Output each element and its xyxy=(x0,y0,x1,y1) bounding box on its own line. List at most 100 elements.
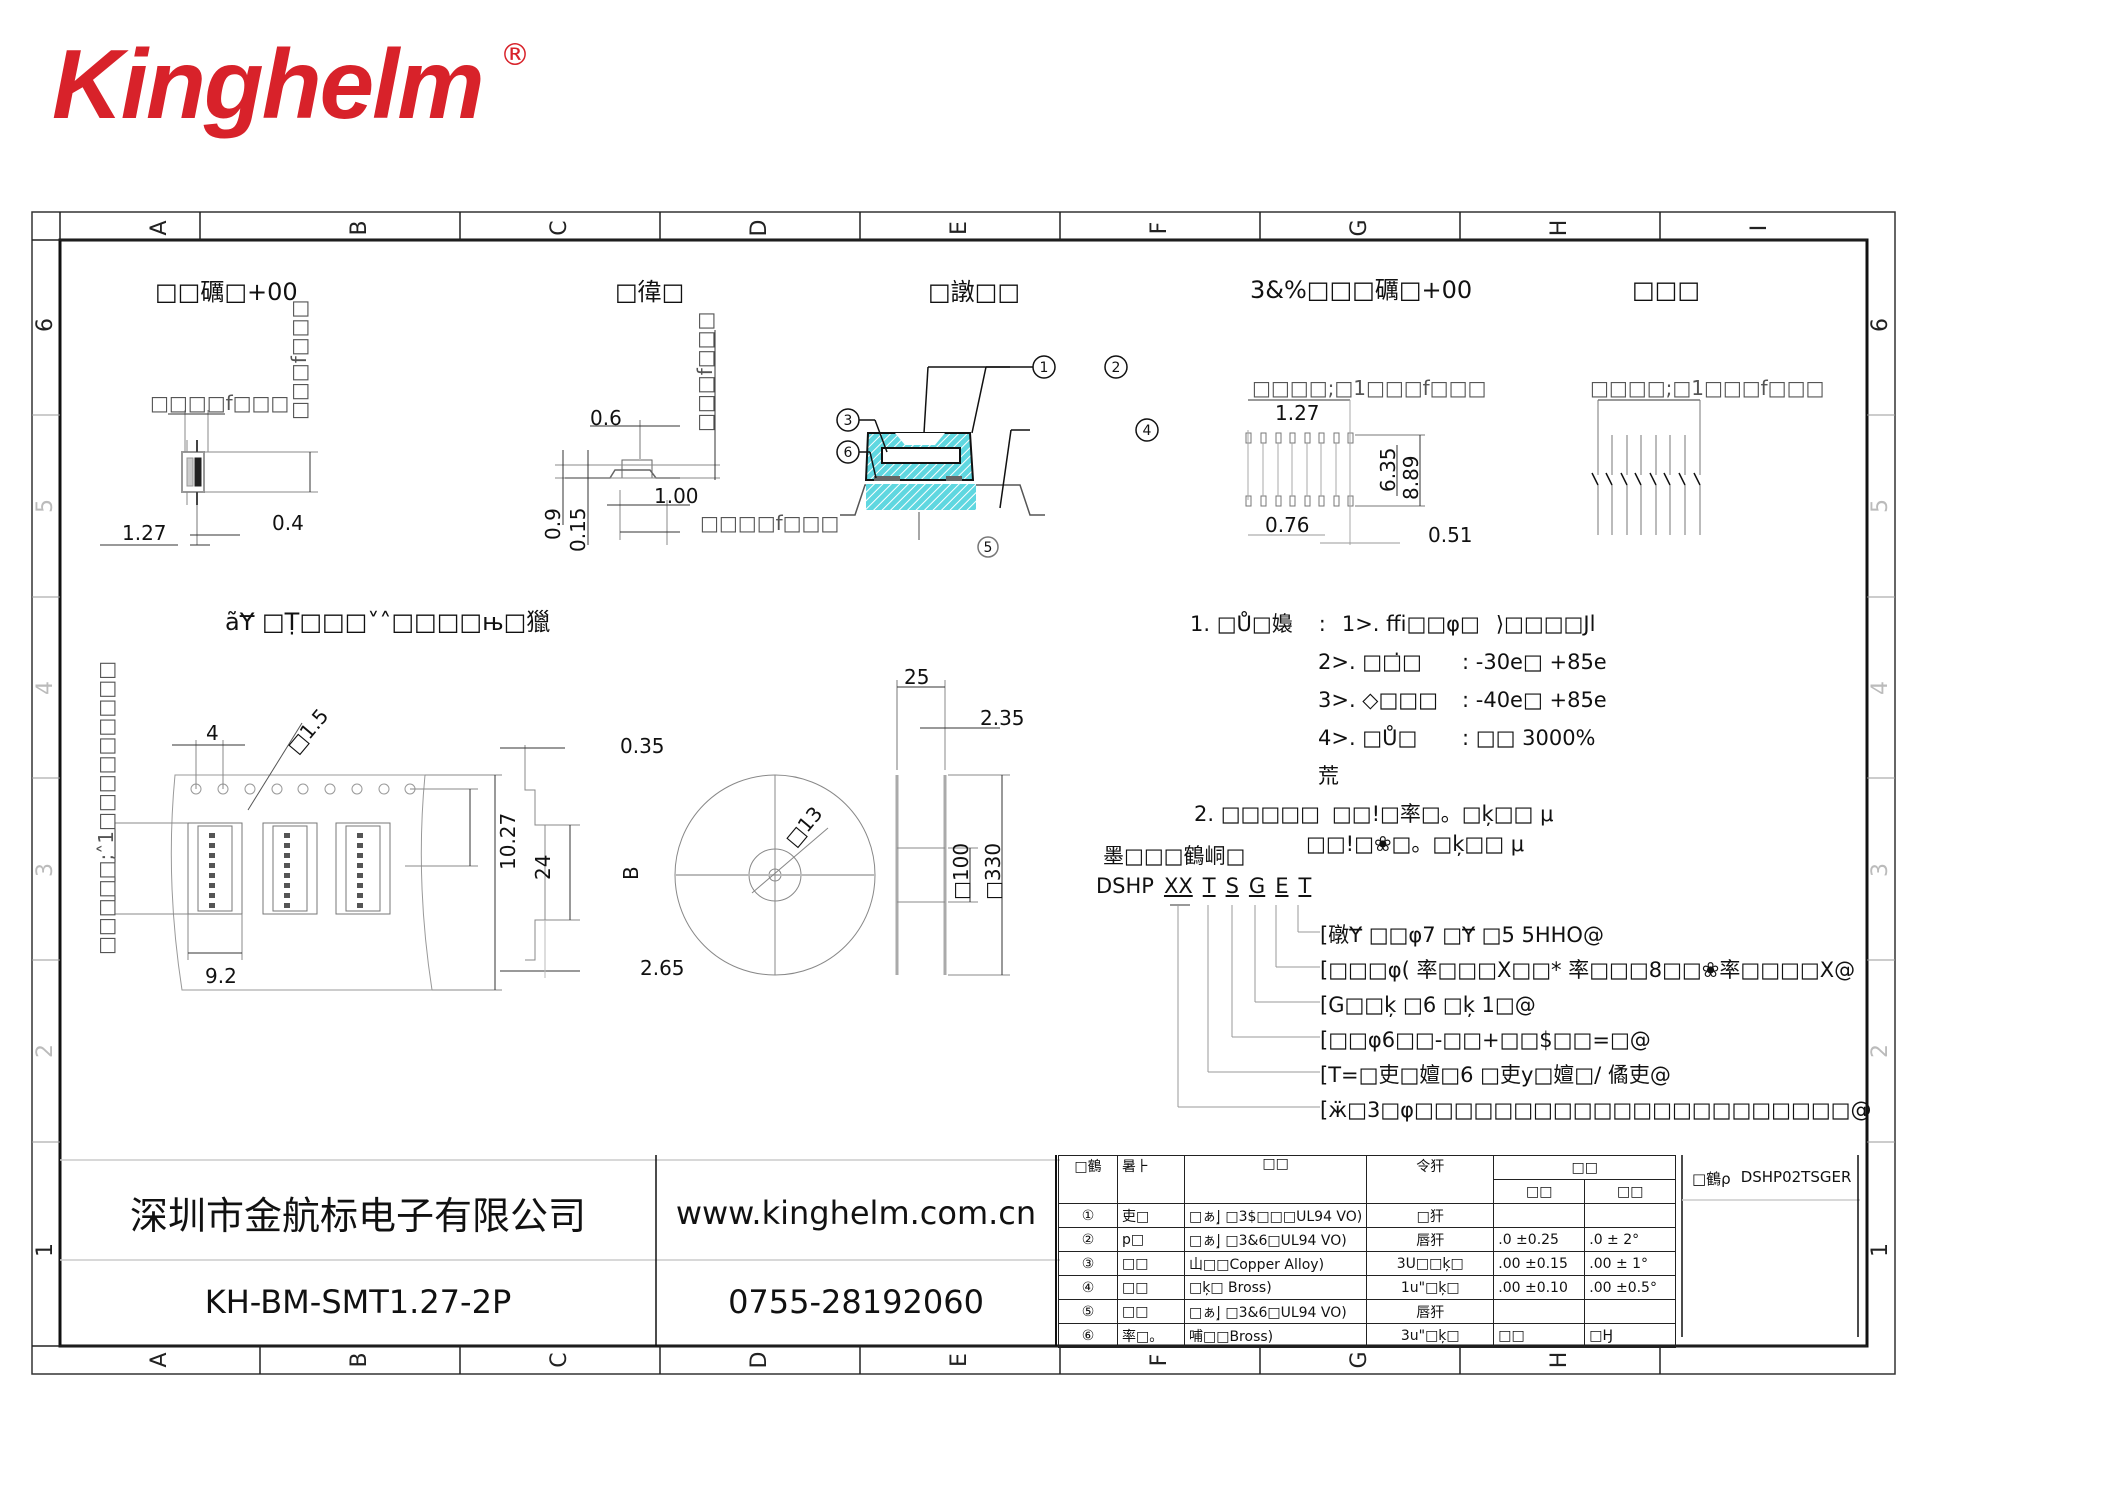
svg-text:0.9: 0.9 xyxy=(541,508,565,540)
svg-text:4: 4 xyxy=(33,681,58,695)
svg-text:1.27: 1.27 xyxy=(122,521,167,545)
svg-text:F: F xyxy=(1147,222,1172,235)
svg-text:□100: □100 xyxy=(949,843,973,900)
part-code-legend: [礅Ɏ □□φ7 □Ɏ □5 5HHO@ [□□□φ( 率□□□X□□* 率□□… xyxy=(1320,923,1872,1122)
phone-number: 0755-28192060 xyxy=(728,1283,984,1321)
svg-text:□□□□□;˄1□□□□□□□□□: □□□□□;˄1□□□□□□□□□ xyxy=(94,661,118,955)
svg-text:□330: □330 xyxy=(981,843,1005,900)
svg-text:6: 6 xyxy=(1868,318,1893,332)
table-row: ③□□山□□Copper Alloy)3U□□ķ□.00 ±0.15.00 ± … xyxy=(1058,1251,1677,1276)
specs-notes: 1. □Ů□嬝 : 1>. ffi̇□□φ□⟩□□□□Jl 2>. □□̇□: … xyxy=(1190,605,1607,863)
svg-text:E: E xyxy=(947,1353,972,1367)
svg-text:B: B xyxy=(619,866,643,880)
svg-text:6: 6 xyxy=(33,318,58,332)
part-code: DSHP XX T S G E T xyxy=(1096,874,1312,898)
model-number: KH-BM-SMT1.27-2P xyxy=(204,1283,512,1321)
svg-text:6: 6 xyxy=(844,445,853,461)
svg-text:0.76: 0.76 xyxy=(1265,513,1310,537)
svg-text:□□□f□□□: □□□f□□□ xyxy=(693,312,717,432)
svg-text:1.27: 1.27 xyxy=(1275,401,1320,425)
bom-table: .bom td { border:1px solid #222; padding… xyxy=(1058,1155,1677,1348)
svg-text:24: 24 xyxy=(531,855,555,880)
svg-text:3: 3 xyxy=(844,413,853,429)
schematic-drawing xyxy=(1591,399,1701,535)
svg-text:A: A xyxy=(147,1352,172,1367)
svg-text:4: 4 xyxy=(206,721,219,745)
svg-text:F: F xyxy=(1147,1354,1172,1367)
svg-text:C: C xyxy=(547,220,572,235)
svg-text:2.65: 2.65 xyxy=(640,956,685,980)
svg-text:0.35: 0.35 xyxy=(620,734,665,758)
website-link[interactable]: www.kinghelm.com.cn xyxy=(675,1193,1037,1232)
side-view-title: □徫□ xyxy=(615,278,684,306)
section-view-drawing: 1 2 3 4 5 6 xyxy=(836,355,1159,558)
svg-text:8.89: 8.89 xyxy=(1399,455,1423,500)
svg-text:5: 5 xyxy=(33,499,58,513)
svg-text:3: 3 xyxy=(1868,863,1893,877)
svg-text:2.35: 2.35 xyxy=(980,706,1025,730)
svg-text:D: D xyxy=(747,1352,772,1369)
part-code-heading: 墨□□□鶴峒□ xyxy=(1103,844,1246,868)
svg-text:2: 2 xyxy=(33,1044,58,1058)
registered-mark: ® xyxy=(500,38,530,73)
table-row: ⑤□□□ぁ|̦ □3&6□UL94 VO)唇犴 xyxy=(1058,1299,1677,1324)
svg-text:1: 1 xyxy=(1868,1243,1893,1257)
svg-text:1: 1 xyxy=(1040,360,1049,376)
svg-text:A: A xyxy=(147,220,172,235)
top-view-title: □□礪□+00 xyxy=(155,278,298,306)
svg-text:G: G xyxy=(1347,219,1372,236)
svg-text:□□□□;□1□□□f□□□: □□□□;□1□□□f□□□ xyxy=(1590,376,1824,400)
svg-text:□1.5: □1.5 xyxy=(282,704,333,758)
svg-text:0.6: 0.6 xyxy=(590,406,622,430)
top-view-drawing xyxy=(100,410,318,546)
svg-text:□□□□;□1□□□f□□□: □□□□;□1□□□f□□□ xyxy=(1252,376,1486,400)
specs-heading: 1. □Ů□嬝 xyxy=(1190,612,1293,636)
svg-text:0.15: 0.15 xyxy=(566,507,590,552)
packaging-title: а̃Ɏ □Ṭ□□□˅˄□□□□њ□獵 xyxy=(225,608,550,636)
svg-text:B: B xyxy=(347,1352,372,1367)
company-name: 深圳市金航标电子有限公司 xyxy=(129,1194,586,1238)
part-code-tree xyxy=(1170,904,1320,1108)
svg-text:H: H xyxy=(1547,1352,1572,1369)
table-row: ④□□□ķ□ Bross)1u"□ķ□.00 ±0.10.00 ±0.5° xyxy=(1058,1275,1677,1300)
svg-text:25: 25 xyxy=(904,665,929,689)
section-view-title: □譈□□ xyxy=(928,278,1020,306)
svg-text:5: 5 xyxy=(1868,499,1893,513)
svg-text:9.2: 9.2 xyxy=(205,964,237,988)
svg-text:4: 4 xyxy=(1143,423,1152,439)
svg-text:10.27: 10.27 xyxy=(496,813,520,870)
kinghelm-logo: Kinghelm xyxy=(52,29,484,139)
svg-text:H: H xyxy=(1547,220,1572,237)
title-block-lines xyxy=(60,1155,1860,1346)
svg-text:□□□□f□□□: □□□□f□□□ xyxy=(700,511,839,535)
pcb-layout-drawing xyxy=(1245,399,1425,545)
svg-text:3: 3 xyxy=(33,863,58,877)
svg-text:I: I xyxy=(1747,225,1772,232)
pcb-layout-title: 3&%□□□礪□+00 xyxy=(1250,276,1472,304)
svg-text:D: D xyxy=(747,220,772,237)
svg-text:C: C xyxy=(547,1352,572,1367)
svg-text:□□□f□□□: □□□f□□□ xyxy=(287,300,311,420)
svg-text:G: G xyxy=(1347,1351,1372,1368)
schematic-title: □□□ xyxy=(1632,276,1700,304)
svg-text:2: 2 xyxy=(1112,360,1121,376)
svg-text:5: 5 xyxy=(984,540,993,556)
svg-text:0.4: 0.4 xyxy=(272,511,304,535)
svg-text:0.51: 0.51 xyxy=(1428,523,1473,547)
svg-text:E: E xyxy=(947,221,972,235)
svg-text:4: 4 xyxy=(1868,681,1893,695)
svg-text:2: 2 xyxy=(1868,1044,1893,1058)
svg-text:□□□□f□□□: □□□□f□□□ xyxy=(150,391,289,415)
svg-text:□13: □13 xyxy=(780,802,827,851)
svg-text:1.00: 1.00 xyxy=(654,484,699,508)
tape-drawing xyxy=(114,722,580,991)
svg-text:6.35: 6.35 xyxy=(1376,447,1400,492)
svg-text:B: B xyxy=(347,220,372,235)
svg-text:1: 1 xyxy=(33,1243,58,1257)
